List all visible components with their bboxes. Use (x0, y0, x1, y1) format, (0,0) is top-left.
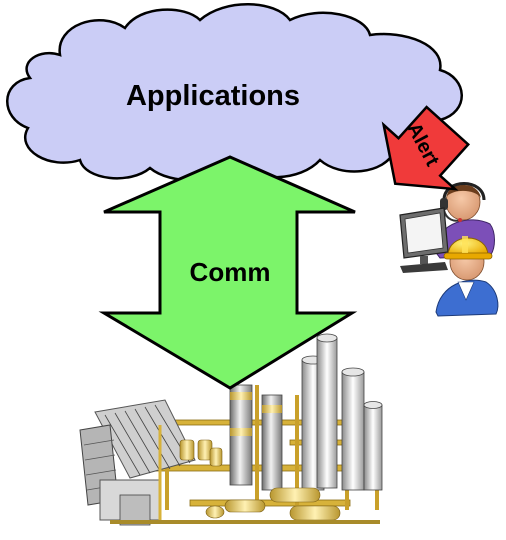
hard-hat-worker-icon (435, 236, 499, 317)
computer-monitor-icon (399, 207, 449, 273)
alert-arrow: Alert (381, 105, 471, 191)
comm-arrow-shape (98, 155, 358, 390)
comm-label: Comm (190, 257, 271, 287)
comm-double-arrow: Comm (98, 155, 358, 390)
industrial-plant-icon (79, 333, 383, 526)
alert-arrow-shape (381, 105, 471, 191)
applications-label: Applications (126, 80, 300, 112)
